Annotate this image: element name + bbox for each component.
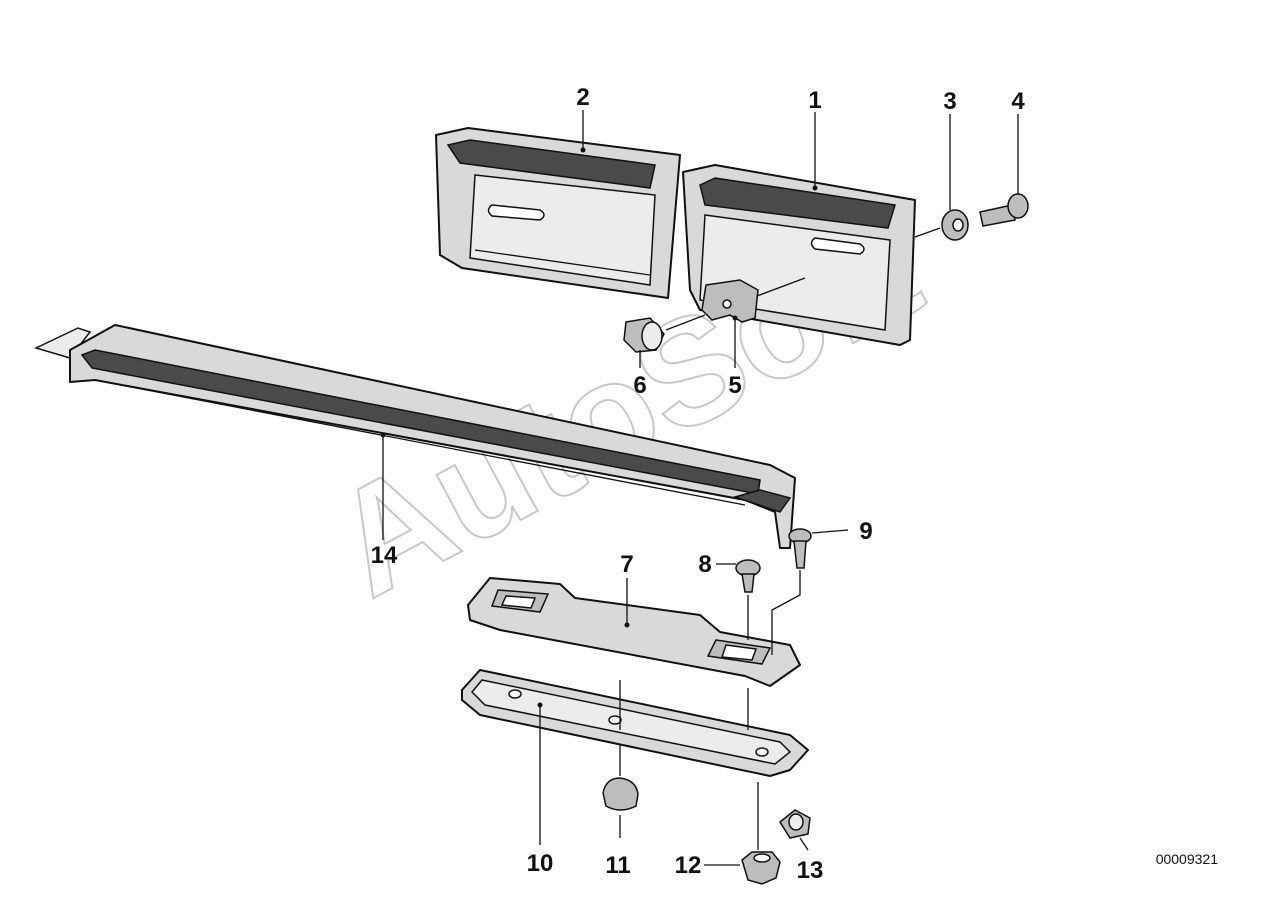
leader-lines <box>380 110 1019 866</box>
part-6-rivet <box>623 314 706 353</box>
part-9-screw <box>788 528 812 569</box>
part-10-gasket <box>461 669 809 777</box>
part-12-nut <box>741 851 781 885</box>
callout-8: 8 <box>698 551 711 578</box>
part-14-strip <box>33 324 796 549</box>
part-7-base-plate <box>467 577 801 687</box>
callout-6: 6 <box>633 372 646 399</box>
callout-14: 14 <box>371 542 398 569</box>
part-5-clip <box>701 279 759 323</box>
part-2-trim-cover-left <box>435 127 681 299</box>
callout-12: 12 <box>675 852 702 879</box>
callout-3: 3 <box>943 88 956 115</box>
callout-1: 1 <box>808 87 821 114</box>
part-13-rivet <box>779 809 811 839</box>
part-11-cap <box>602 777 639 811</box>
callout-4: 4 <box>1011 88 1025 115</box>
part-8-screw <box>735 559 761 593</box>
callout-7: 7 <box>620 551 633 578</box>
callout-5: 5 <box>728 372 741 399</box>
callout-13: 13 <box>797 857 824 884</box>
callout-9: 9 <box>859 518 872 545</box>
part-3-nut <box>941 209 969 241</box>
callout-2: 2 <box>576 84 589 111</box>
document-id: 00009321 <box>1156 851 1219 867</box>
callout-11: 11 <box>605 852 630 879</box>
callout-10: 10 <box>527 850 554 877</box>
callout-labels: 1 2 3 4 5 6 7 8 9 10 11 12 13 14 <box>371 84 1026 884</box>
part-4-screw <box>979 193 1029 227</box>
